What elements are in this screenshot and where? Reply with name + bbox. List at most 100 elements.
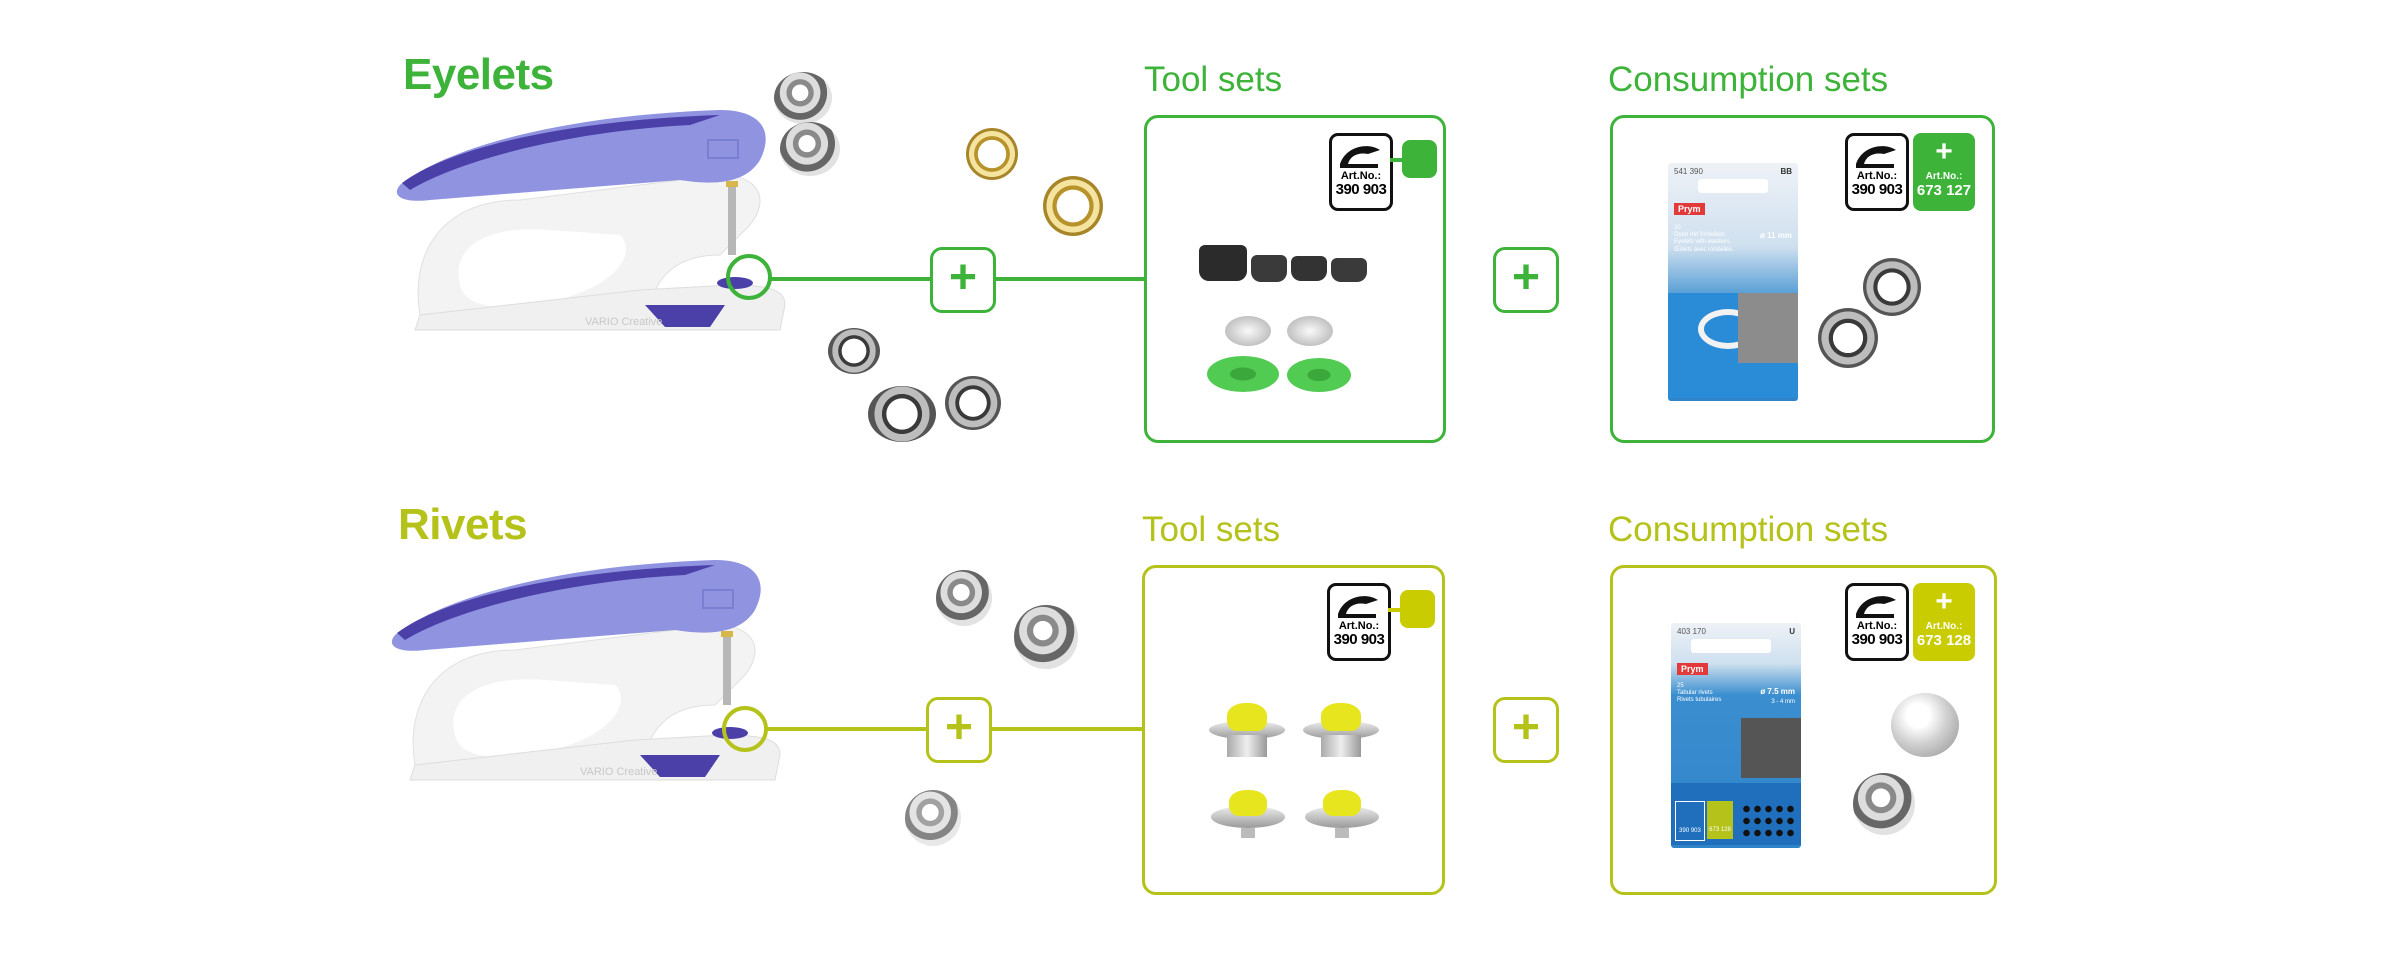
eyelet-part	[868, 386, 936, 442]
art-no-label: Art.No.:	[1925, 621, 1963, 632]
eyelet-part	[1818, 308, 1878, 368]
press-tool-icon: VARIO Creative	[396, 110, 786, 331]
rivet-part	[905, 790, 961, 846]
rivet-setter	[1211, 790, 1285, 845]
tool-die	[1291, 256, 1327, 281]
focus-ring	[722, 706, 768, 752]
badge-link	[1388, 608, 1402, 612]
plus-icon: +	[1511, 251, 1541, 304]
prym-logo	[702, 589, 734, 609]
tag-swatch	[1402, 140, 1437, 178]
tool-sets-card[interactable]: Art.No.: 390 903	[1144, 115, 1446, 443]
package-size: ø 11 mm	[1759, 231, 1792, 240]
tool-die	[1251, 255, 1287, 282]
plus-button[interactable]: +	[926, 697, 992, 763]
press-tool-image: VARIO Creative	[390, 105, 800, 365]
eyelet-part	[774, 72, 832, 124]
package-code: U	[1789, 627, 1795, 636]
art-no-value: 673 127	[1916, 182, 1972, 199]
press-tool-icon	[1856, 596, 1896, 618]
package-window	[1668, 293, 1798, 398]
plus-button[interactable]: +	[1493, 247, 1559, 313]
plus-icon: +	[1935, 585, 1953, 618]
art-no-label: Art.No.:	[1338, 620, 1380, 632]
plus-icon: +	[1511, 701, 1541, 754]
tool-badge: Art.No.: 390 903	[1845, 133, 1909, 211]
tool-badge: Art.No.: 390 903	[1327, 583, 1391, 661]
mini-tag: 673 128	[1707, 801, 1733, 839]
tag-swatch	[1400, 590, 1435, 628]
focus-ring	[726, 254, 772, 300]
consumption-sets-label: Consumption sets	[1608, 60, 1889, 99]
tool-anvil	[1225, 316, 1271, 346]
rivet-part	[1853, 773, 1915, 835]
art-no-label: Art.No.:	[1340, 170, 1382, 182]
tool-anvil	[1287, 316, 1333, 346]
consumption-sets-card[interactable]: 403 170 U Prym 25 Tabular rivets Rivets …	[1610, 565, 1997, 895]
rivet-cap	[1891, 693, 1959, 757]
consumption-sets-card[interactable]: 541 390 BB Prym 20 Ösen mit Scheiben Eye…	[1610, 115, 1995, 443]
brand-logo: Prym	[1677, 663, 1708, 675]
art-no-label: Art.No.:	[1856, 170, 1898, 182]
art-no-value: 673 128	[1916, 632, 1972, 649]
plus-icon: +	[948, 251, 978, 304]
plus-icon: +	[1935, 135, 1953, 168]
hang-hole	[1698, 179, 1768, 193]
press-tool-icon: VARIO Creative	[391, 560, 781, 781]
art-no-label: Art.No.:	[1856, 620, 1898, 632]
package-article: 403 170	[1677, 627, 1706, 636]
extra-set-tag: + Art.No.: 673 128	[1913, 583, 1975, 661]
rivet-setter	[1303, 703, 1379, 758]
package-text: 25 Tabular rivets Rivets tubulaires	[1677, 683, 1722, 704]
row-title-eyelets: Eyelets	[403, 50, 554, 99]
brand-logo: Prym	[1674, 203, 1705, 215]
press-model-label: VARIO Creative	[580, 766, 657, 778]
tool-badge: Art.No.: 390 903	[1329, 133, 1393, 211]
eyelet-part	[780, 122, 840, 176]
package-text: 20 Ösen mit Scheiben Eyelets with washer…	[1674, 225, 1733, 253]
tool-base-green	[1207, 356, 1279, 392]
hang-hole	[1691, 639, 1771, 653]
plus-button[interactable]: +	[1493, 697, 1559, 763]
gold-eyelet	[1043, 176, 1103, 236]
eyelet-part	[828, 328, 880, 374]
press-tool-icon	[1340, 146, 1380, 168]
badge-link	[1390, 158, 1404, 162]
eyelet-part	[945, 376, 1001, 430]
tool-base-green	[1287, 358, 1351, 392]
mini-badge: 390 903	[1675, 801, 1705, 841]
tool-sets-label: Tool sets	[1144, 60, 1283, 99]
art-no-value: 390 903	[1335, 181, 1387, 198]
fabric-sample	[1741, 718, 1801, 778]
extra-set-tag: + Art.No.: 673 127	[1913, 133, 1975, 211]
rivet-part	[936, 570, 992, 626]
package-size: ø 7.5 mm	[1760, 687, 1795, 696]
tool-badge: Art.No.: 390 903	[1845, 583, 1909, 661]
art-no-label: Art.No.:	[1925, 171, 1963, 182]
tool-sets-card[interactable]: Art.No.: 390 903	[1142, 565, 1445, 895]
rivet-setter	[1209, 703, 1285, 758]
tool-die	[1331, 258, 1367, 282]
eyelet-part	[1863, 258, 1921, 316]
rivet-part	[1014, 605, 1078, 669]
art-no-value: 390 903	[1851, 631, 1903, 648]
prym-logo	[707, 139, 739, 159]
tool-sets-label: Tool sets	[1142, 510, 1281, 549]
eyelets-package: 541 390 BB Prym 20 Ösen mit Scheiben Eye…	[1668, 163, 1798, 401]
rivet-holes	[1741, 803, 1797, 839]
fabric-sample	[1738, 293, 1798, 363]
package-range: 3 - 4 mm	[1771, 699, 1795, 705]
row-title-rivets: Rivets	[398, 500, 528, 549]
plus-button[interactable]: +	[930, 247, 996, 313]
press-tool-image: VARIO Creative	[385, 555, 795, 815]
package-article: 541 390	[1674, 167, 1703, 176]
tool-die	[1199, 245, 1247, 281]
plus-icon: +	[944, 701, 974, 754]
rivets-package: 403 170 U Prym 25 Tabular rivets Rivets …	[1671, 623, 1801, 848]
package-footer: 390 903 673 128	[1671, 783, 1801, 845]
press-model-label: VARIO Creative	[585, 316, 662, 328]
press-tool-icon	[1338, 596, 1378, 618]
art-no-value: 390 903	[1851, 181, 1903, 198]
gold-eyelet	[966, 128, 1018, 180]
consumption-sets-label: Consumption sets	[1608, 510, 1889, 549]
